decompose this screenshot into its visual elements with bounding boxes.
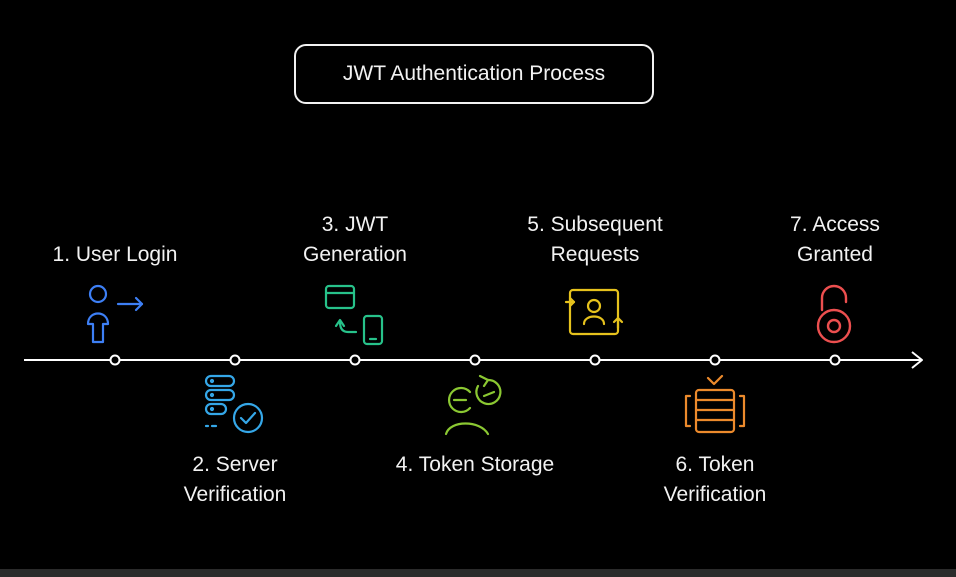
step-5-label: 5. Subsequent Requests bbox=[505, 210, 685, 270]
step-7-line-2: Granted bbox=[797, 243, 873, 266]
step-1-line-1: 1. User Login bbox=[52, 243, 178, 266]
timeline-arrowhead bbox=[911, 351, 923, 369]
timeline-node-4 bbox=[469, 354, 481, 366]
step-5-line-1: 5. Subsequent bbox=[527, 213, 663, 236]
step-5-line-2: Requests bbox=[550, 243, 640, 266]
step-7-line-1: 7. Access bbox=[790, 213, 880, 236]
timeline-node-5 bbox=[589, 354, 601, 366]
step-1-label: 1. User Login bbox=[35, 240, 195, 270]
card-phone-exchange-icon bbox=[324, 284, 384, 346]
server-check-icon bbox=[204, 374, 264, 434]
step-2-line-2: Verification bbox=[183, 483, 287, 506]
step-4-label: 4. Token Storage bbox=[375, 450, 575, 480]
bottom-bar bbox=[0, 569, 956, 577]
step-2-line-1: 2. Server bbox=[192, 453, 278, 476]
step-3-label: 3. JWT Generation bbox=[275, 210, 435, 270]
step-4-line-1: 4. Token Storage bbox=[395, 453, 555, 476]
request-frame-user-icon bbox=[564, 288, 624, 336]
timeline-node-3 bbox=[349, 354, 361, 366]
step-6-line-1: 6. Token bbox=[675, 453, 755, 476]
step-6-line-2: Verification bbox=[663, 483, 767, 506]
timeline-node-6 bbox=[709, 354, 721, 366]
timeline-node-2 bbox=[229, 354, 241, 366]
user-login-icon bbox=[86, 284, 144, 344]
unlocked-padlock-icon bbox=[816, 284, 852, 344]
timeline-node-7 bbox=[829, 354, 841, 366]
token-storage-person-icon bbox=[444, 374, 502, 436]
step-7-label: 7. Access Granted bbox=[755, 210, 915, 270]
token-document-icon bbox=[684, 374, 746, 434]
step-6-label: 6. Token Verification bbox=[635, 450, 795, 510]
step-3-line-2: Generation bbox=[303, 243, 407, 266]
timeline-node-1 bbox=[109, 354, 121, 366]
diagram-title: JWT Authentication Process bbox=[294, 44, 654, 104]
step-3-line-1: 3. JWT bbox=[321, 213, 389, 236]
step-2-label: 2. Server Verification bbox=[155, 450, 315, 510]
